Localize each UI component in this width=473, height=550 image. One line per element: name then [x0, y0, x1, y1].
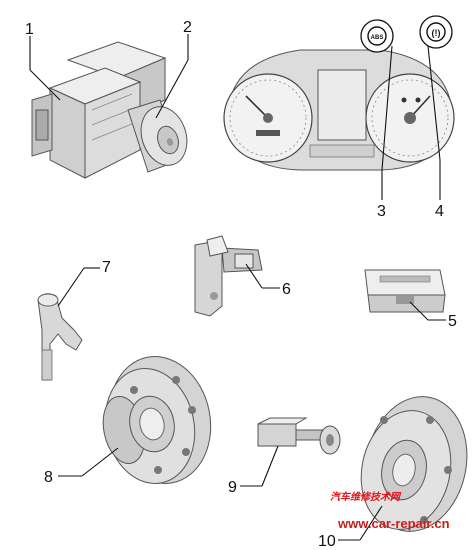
abs-warning-light-icon: ABS	[360, 19, 394, 53]
callout-10: 10	[318, 533, 336, 550]
callout-3: 3	[377, 203, 386, 220]
callout-9: 9	[228, 479, 237, 496]
callout-7: 7	[102, 259, 111, 276]
callout-1: 1	[25, 21, 34, 38]
callout-8: 8	[44, 469, 53, 486]
brake-warning-label: (!)	[432, 28, 441, 38]
wheel-speed-sensor-rear	[257, 417, 341, 455]
watermark-url: www.car-repair.cn	[337, 516, 450, 531]
wheel-speed-sensor-front	[37, 293, 83, 381]
instrument-cluster: ABS (!)	[223, 15, 455, 171]
watermark-logo: 汽车维修技术网 www.car-repair.cn	[330, 491, 450, 531]
callout-5: 5	[448, 313, 457, 330]
watermark-logo-text: 汽车维修技术网	[330, 491, 402, 503]
connector-module	[364, 269, 446, 313]
tachometer-gauge	[223, 73, 313, 163]
abs-warning-label: ABS	[371, 35, 384, 41]
wheel-hub-bearing-rear	[360, 396, 468, 532]
wheel-hub-bearing-front	[102, 356, 212, 484]
callout-4: 4	[435, 203, 444, 220]
bracket-component	[194, 235, 263, 317]
abs-hydraulic-unit	[31, 41, 188, 179]
speedometer-gauge	[365, 73, 455, 163]
callout-6: 6	[282, 281, 291, 298]
brake-warning-light-icon: (!)	[419, 15, 453, 49]
callout-leader-lines	[29, 34, 446, 541]
callout-2: 2	[183, 19, 192, 36]
